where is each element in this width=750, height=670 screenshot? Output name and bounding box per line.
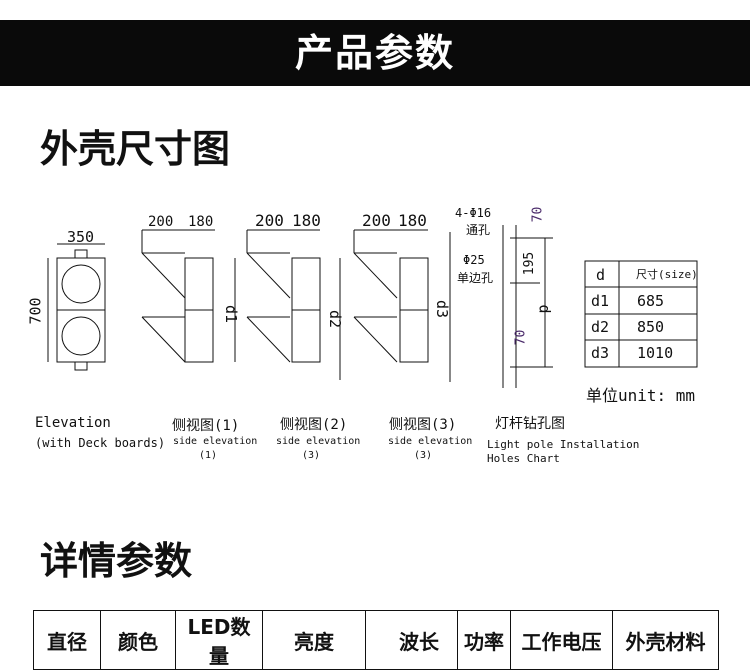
caption-side3-en: side elevation — [388, 436, 473, 447]
elevation-width: 350 — [67, 228, 95, 246]
d1-label: d1 — [222, 304, 241, 324]
d2-label: d2 — [326, 309, 345, 329]
side1-dim-a: 200 — [148, 214, 174, 230]
side-view-3 — [353, 229, 451, 382]
spec-header-brightness: 亮度 — [262, 610, 366, 670]
pole-view — [502, 225, 553, 388]
caption-side2: 侧视图(2) — [280, 417, 348, 433]
spec-header-diameter: 直径 — [33, 610, 101, 670]
size-row-d1: d1 — [591, 292, 610, 310]
pole-caption-cn: 灯杆钻孔图 — [495, 416, 565, 432]
caption-side3-num: (3) — [414, 450, 433, 461]
banner-title: 产品参数 — [0, 20, 750, 86]
caption-side1-num: (1) — [199, 450, 218, 461]
caption-side1-en: side elevation — [173, 436, 258, 447]
side2-dim-b: 180 — [292, 211, 321, 230]
pole-mid-dim: 195 — [522, 251, 538, 276]
size-header-size: 尺寸(size) — [636, 268, 698, 281]
caption-side2-num: (3) — [302, 450, 321, 461]
size-table-grid — [584, 260, 698, 368]
elevation-height: 700 — [26, 297, 45, 325]
elevation-view — [47, 243, 106, 371]
side3-dim-a: 200 — [362, 211, 391, 230]
pole-hole2: Φ25 — [463, 253, 485, 267]
d3-label: d3 — [433, 299, 452, 319]
pole-hole1-cn: 通孔 — [466, 223, 491, 237]
caption-side1: 侧视图(1) — [172, 418, 240, 434]
pole-d-dim: d — [535, 304, 554, 314]
pole-caption-en2: Holes Chart — [487, 452, 560, 465]
side-view-1 — [141, 229, 236, 363]
side-view-2 — [246, 229, 341, 380]
spec-header-voltage: 工作电压 — [510, 610, 613, 670]
pole-hole1: 4-Φ16 — [455, 206, 492, 220]
spec-table: 直径 颜色 LED数量 亮度 波长 功率 工作电压 外壳材料 — [33, 610, 719, 670]
spec-header-wavelength: 波长 — [365, 610, 458, 670]
size-row-d2: d2 — [591, 318, 610, 336]
spec-header-row: 直径 颜色 LED数量 亮度 波长 功率 工作电压 外壳材料 — [33, 610, 719, 670]
size-row-d2-value: 850 — [637, 318, 665, 336]
section-title-dimensions: 外壳尺寸图 — [40, 127, 231, 171]
caption-side3: 侧视图(3) — [389, 417, 457, 433]
spec-header-led-count: LED数量 — [175, 610, 263, 670]
caption-elevation-en: (with Deck boards) — [35, 436, 166, 450]
dimension-drawing — [47, 225, 698, 388]
spec-header-power: 功率 — [457, 610, 511, 670]
caption-side2-en: side elevation — [276, 436, 361, 447]
spec-header-housing: 外壳材料 — [612, 610, 719, 670]
size-header-d: d — [596, 266, 606, 284]
section-title-details: 详情参数 — [40, 539, 193, 583]
pole-caption-en1: Light pole Installation — [487, 438, 640, 451]
size-row-d3-value: 1010 — [637, 344, 674, 362]
pole-bottom-dim: 70 — [513, 329, 529, 346]
size-row-d3: d3 — [591, 344, 610, 362]
side3-dim-b: 180 — [398, 211, 427, 230]
caption-elevation: Elevation — [35, 415, 111, 431]
pole-top-dim: 70 — [530, 206, 546, 223]
side2-dim-a: 200 — [255, 211, 284, 230]
spec-header-color: 颜色 — [100, 610, 176, 670]
size-row-d1-value: 685 — [637, 292, 665, 310]
unit-label: 单位unit: mm — [586, 386, 696, 405]
pole-hole2-cn: 单边孔 — [457, 271, 494, 285]
side1-dim-b: 180 — [188, 214, 214, 230]
